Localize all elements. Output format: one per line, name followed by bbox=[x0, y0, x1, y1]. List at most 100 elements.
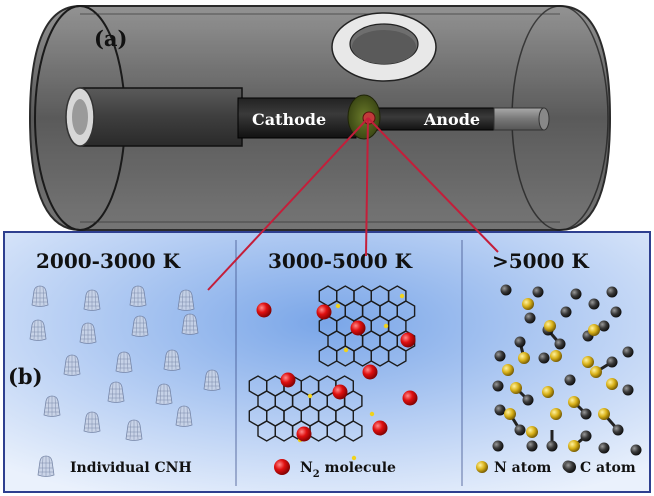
n2-molecule bbox=[402, 390, 418, 406]
c-atom bbox=[630, 444, 642, 456]
cathode-holder bbox=[79, 87, 243, 147]
cnh-particle bbox=[29, 319, 47, 341]
legend-cnh-icon bbox=[37, 455, 55, 477]
c-atom bbox=[522, 394, 534, 406]
cnh-particle bbox=[83, 289, 101, 311]
c-atom bbox=[538, 352, 550, 364]
n-atom bbox=[598, 408, 610, 420]
link-zone-3 bbox=[367, 117, 499, 253]
cnh-particle bbox=[107, 381, 125, 403]
cnh-particle bbox=[175, 405, 193, 427]
n2-molecule bbox=[350, 320, 366, 336]
n-atom bbox=[510, 382, 522, 394]
cnh-particle bbox=[129, 285, 147, 307]
n2-molecules bbox=[256, 302, 418, 442]
dopant-dot bbox=[369, 411, 375, 417]
cnh-particle bbox=[79, 322, 97, 344]
graphene-hexagon bbox=[387, 345, 407, 367]
cnh-particle bbox=[203, 369, 221, 391]
c-atom bbox=[570, 288, 582, 300]
n-atom bbox=[590, 366, 602, 378]
dopant-dot bbox=[343, 347, 349, 353]
n2-molecule bbox=[280, 372, 296, 388]
n-atom bbox=[606, 378, 618, 390]
c-atom bbox=[532, 286, 544, 298]
cathode-rod bbox=[237, 97, 357, 139]
n-atom bbox=[526, 426, 538, 438]
c-atom bbox=[492, 380, 504, 392]
c-atom bbox=[606, 356, 618, 368]
zone-2-temperature: 3000-5000 K bbox=[268, 249, 413, 273]
c-atom bbox=[588, 298, 600, 310]
c-atom bbox=[564, 374, 576, 386]
n-atom bbox=[542, 386, 554, 398]
c-atom bbox=[598, 320, 610, 332]
n2-molecule bbox=[316, 304, 332, 320]
anode-tip bbox=[493, 107, 545, 131]
link-zone-2 bbox=[365, 117, 369, 257]
n-atom bbox=[550, 350, 562, 362]
n-atom bbox=[588, 324, 600, 336]
n2-molecule bbox=[332, 384, 348, 400]
cnh-particle bbox=[63, 354, 81, 376]
n-atom bbox=[568, 440, 580, 452]
c-atom bbox=[598, 442, 610, 454]
legend-c-atom-icon bbox=[564, 461, 576, 473]
cnh-particle bbox=[115, 351, 133, 373]
c-atom bbox=[622, 346, 634, 358]
c-atom bbox=[492, 440, 504, 452]
c-atom bbox=[606, 286, 618, 298]
c-atom bbox=[494, 350, 506, 362]
c-atom bbox=[526, 440, 538, 452]
legend-n2-icon bbox=[274, 459, 290, 475]
cnh-particle bbox=[43, 395, 61, 417]
c-atom bbox=[612, 424, 624, 436]
n-atom bbox=[518, 352, 530, 364]
legend-c-atom-text: C atom bbox=[580, 460, 636, 476]
c-atom bbox=[494, 404, 506, 416]
dopant-dot bbox=[335, 303, 341, 309]
legend-n2-suffix: molecule bbox=[320, 460, 396, 476]
cnh-particle bbox=[131, 315, 149, 337]
n-atom bbox=[504, 408, 516, 420]
link-zone-1 bbox=[207, 117, 369, 291]
n-atom bbox=[502, 364, 514, 376]
panel-b-label: (b) bbox=[8, 364, 43, 389]
legend-cnh-text: Individual CNH bbox=[70, 460, 192, 476]
cnh-particle bbox=[181, 313, 199, 335]
zone-links bbox=[207, 117, 499, 291]
cnh-particle bbox=[163, 349, 181, 371]
n2-molecule bbox=[296, 426, 312, 442]
c-atom bbox=[500, 284, 512, 296]
free-atoms bbox=[492, 284, 642, 472]
cnh-particle bbox=[177, 289, 195, 311]
n-atom bbox=[544, 320, 556, 332]
n2-molecule bbox=[400, 332, 416, 348]
cnh-particle bbox=[31, 285, 49, 307]
dopant-dot bbox=[383, 323, 389, 329]
dopant-dot bbox=[351, 455, 357, 461]
n2-molecule bbox=[362, 364, 378, 380]
zone-3-temperature: >5000 K bbox=[492, 249, 589, 273]
dopant-dot bbox=[307, 393, 313, 399]
c-atom bbox=[546, 440, 558, 452]
c-atom bbox=[514, 336, 526, 348]
cathode-label: Cathode bbox=[252, 110, 326, 129]
anode-label: Anode bbox=[423, 110, 480, 129]
c-atom bbox=[580, 408, 592, 420]
n-atom bbox=[568, 396, 580, 408]
legend-n-atom-text: N atom bbox=[494, 460, 552, 476]
legend-n2-text: N2 molecule bbox=[300, 460, 396, 480]
reaction-zones-panel: 2000-3000 K 3000-5000 K >5000 K (b) bbox=[3, 231, 651, 493]
n2-molecule bbox=[372, 420, 388, 436]
arc-chamber: (a) Cathode Anode bbox=[28, 5, 612, 231]
n-atom bbox=[522, 298, 534, 310]
c-atom bbox=[610, 306, 622, 318]
cnh-particle bbox=[83, 411, 101, 433]
zone-1-temperature: 2000-3000 K bbox=[36, 249, 181, 273]
n-atom bbox=[582, 356, 594, 368]
c-atom bbox=[514, 424, 526, 436]
c-atom bbox=[524, 312, 536, 324]
n-atom bbox=[550, 408, 562, 420]
n2-molecule bbox=[256, 302, 272, 318]
